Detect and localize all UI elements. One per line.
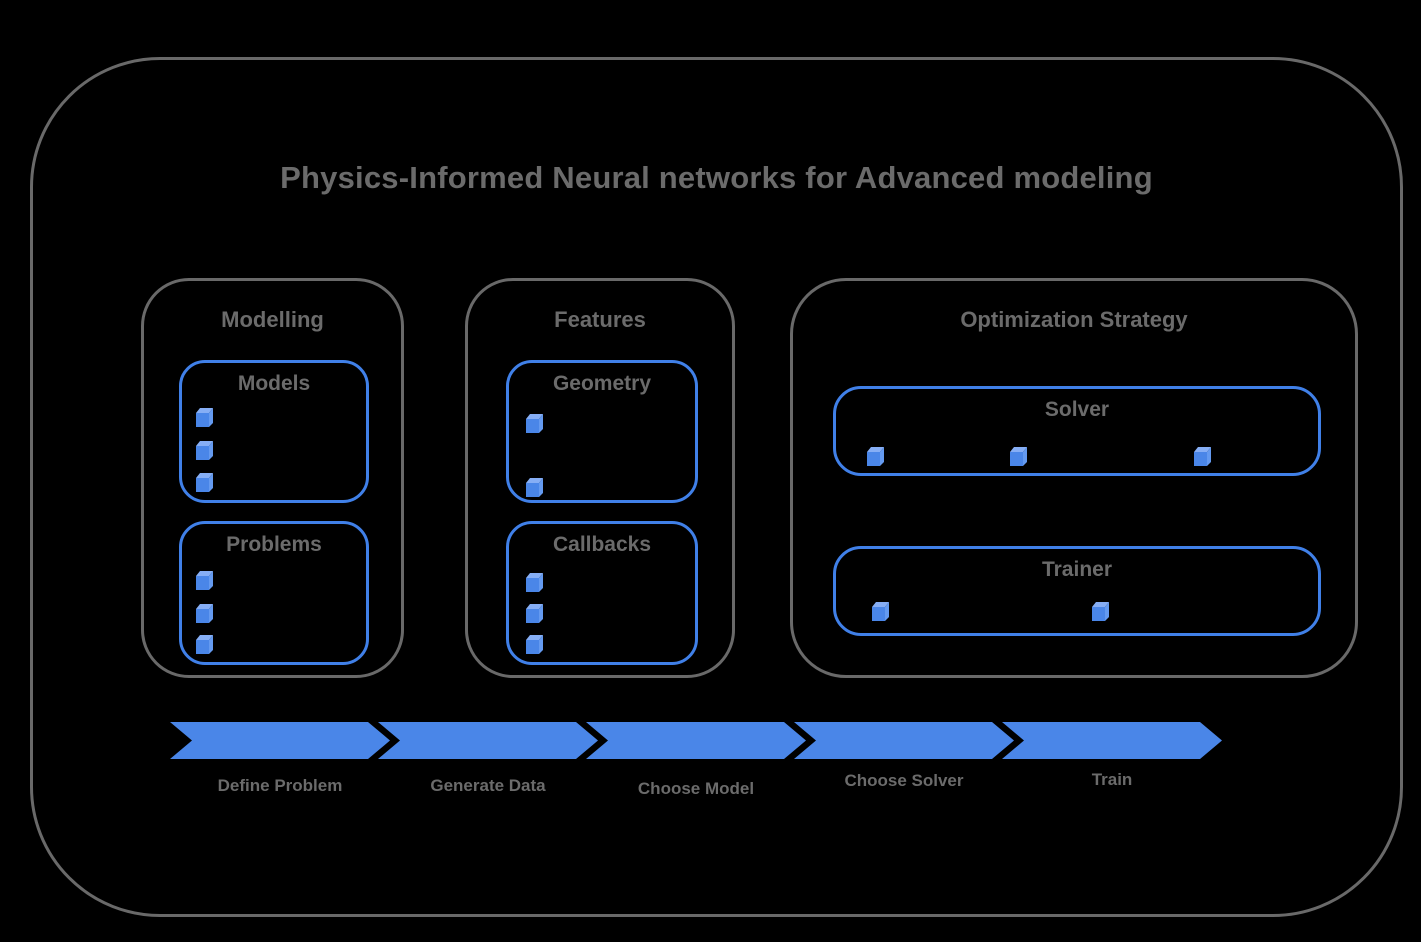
cube-icon (525, 477, 544, 498)
pipeline-step-choose-solver: Choose Solver (794, 722, 1014, 791)
group-modelling-title: Modelling (221, 307, 324, 332)
box-callbacks-bullets (509, 524, 695, 662)
pipeline-step-generate-data: Generate Data (378, 722, 598, 796)
cube-icon (866, 446, 885, 467)
cube-icon (195, 440, 214, 461)
diagram-title: Physics-Informed Neural networks for Adv… (280, 160, 1153, 195)
cube-icon (871, 601, 890, 622)
box-models-title: Models (237, 372, 311, 395)
pipeline-step-label: Generate Data (430, 776, 546, 795)
box-solver-bullets (836, 389, 1318, 473)
cube-icon (525, 634, 544, 655)
box-problems: Problems (179, 521, 369, 665)
pipeline-step-define-problem: Define Problem (170, 722, 390, 796)
cube-icon (195, 407, 214, 428)
cube-icon (195, 472, 214, 493)
cube-icon (525, 572, 544, 593)
pipeline-step-label: Choose Model (637, 779, 755, 798)
pipeline-arrow-segment (378, 722, 598, 759)
pipeline-step-label: Train (1091, 770, 1133, 789)
group-features-title: Features (554, 307, 646, 332)
pipeline-step-label: Define Problem (217, 776, 343, 795)
group-modelling: Modelling Models Problems (141, 278, 404, 678)
box-solver-title: Solver (1044, 398, 1110, 421)
cube-icon (1009, 446, 1028, 467)
pipeline-arrow-segment (586, 722, 806, 759)
pipeline-step-label: Choose Solver (844, 771, 964, 790)
pipeline-arrow-segment (170, 722, 390, 759)
cube-icon (525, 603, 544, 624)
cube-icon (1193, 446, 1212, 467)
box-geometry: Geometry (506, 360, 698, 503)
box-problems-title: Problems (226, 533, 322, 556)
box-trainer: Trainer (833, 546, 1321, 636)
pipeline-arrow-segment (794, 722, 1014, 759)
group-optimization-strategy: Optimization Strategy Solver Trainer (790, 278, 1358, 678)
box-callbacks: Callbacks (506, 521, 698, 665)
cube-icon (195, 603, 214, 624)
box-callbacks-title: Callbacks (552, 533, 652, 556)
pipeline-arrow-segment (1002, 722, 1222, 759)
cube-icon (195, 570, 214, 591)
cube-icon (1091, 601, 1110, 622)
group-optimization-strategy-title: Optimization Strategy (960, 307, 1188, 332)
outer-container: Physics-Informed Neural networks for Adv… (30, 57, 1403, 917)
cube-icon (525, 413, 544, 434)
box-geometry-bullets (509, 363, 695, 500)
box-problems-bullets (182, 524, 366, 662)
box-trainer-bullets (836, 549, 1318, 633)
box-geometry-title: Geometry (552, 372, 652, 395)
box-models: Models (179, 360, 369, 503)
group-features: Features Geometry Callbacks (465, 278, 735, 678)
pipeline-step-train: Train (1002, 722, 1222, 790)
pipeline-step-choose-model: Choose Model (586, 722, 806, 799)
cube-icon (195, 634, 214, 655)
box-models-bullets (182, 363, 366, 500)
box-trainer-title: Trainer (1041, 558, 1113, 581)
box-solver: Solver (833, 386, 1321, 476)
